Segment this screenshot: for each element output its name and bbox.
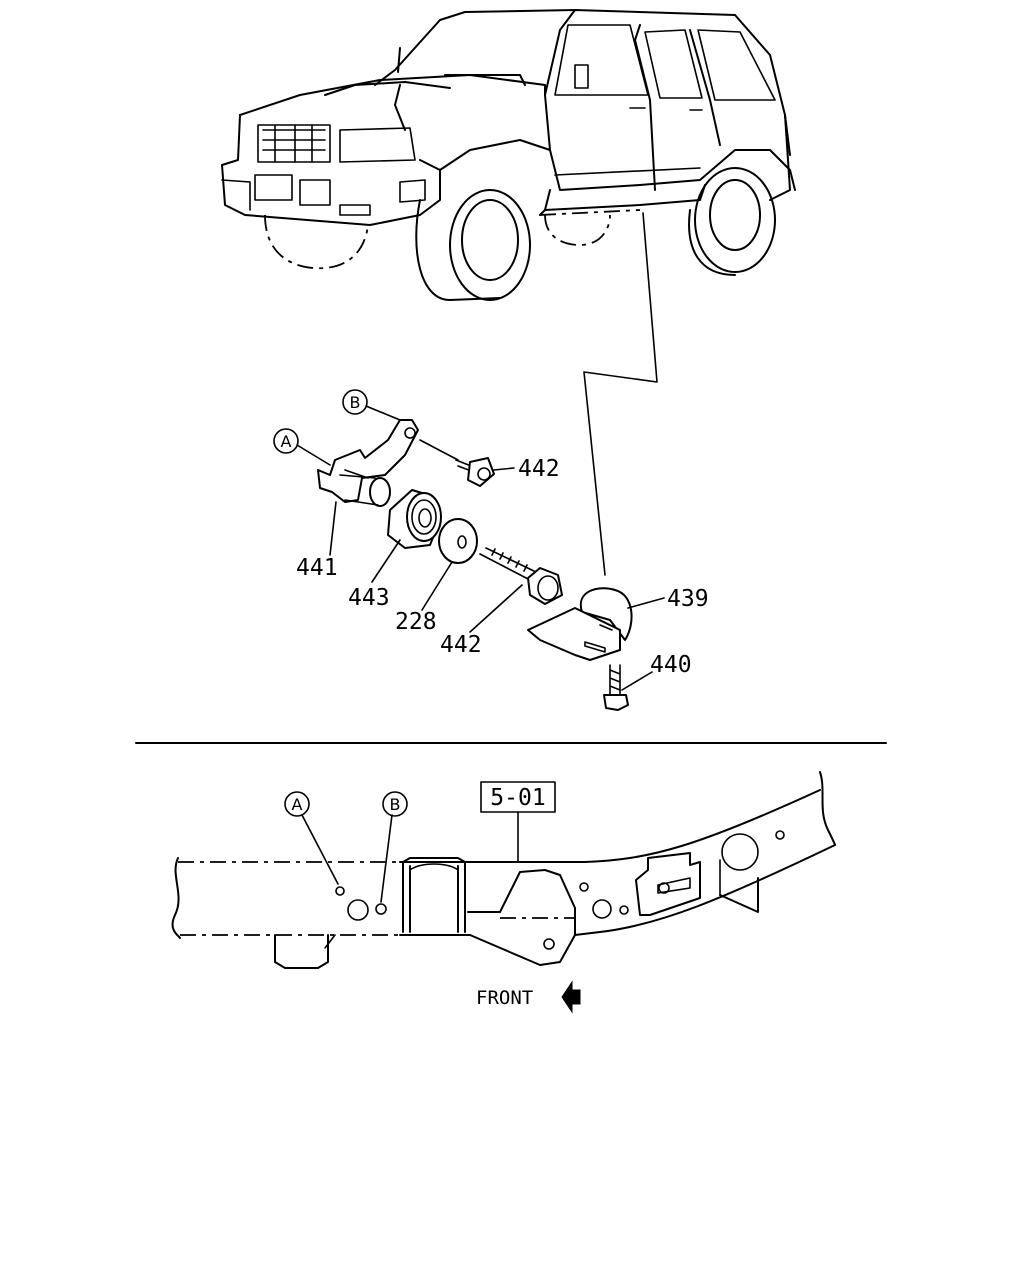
leader-442-bottom [469,584,523,633]
part-label-439: 439 [667,586,709,612]
leader-440 [621,671,653,691]
bolt-442-long [479,547,563,605]
reference-box [480,781,556,863]
callout-a-text: A [281,432,292,451]
leader-zigzag [583,212,658,576]
bushing-443 [387,489,442,549]
part-label-440: 440 [650,652,692,678]
bolt-442-short [419,439,495,487]
callout-b [342,389,401,421]
leader-228 [421,561,453,611]
washer-228 [438,518,478,564]
tow-hook-439 [527,587,633,661]
front-label: FRONT [476,987,533,1009]
leader-442-top [493,467,515,471]
callout-a [273,428,331,466]
part-label-442-top: 442 [518,456,560,482]
bracket-441 [317,419,419,507]
callout-b-text: B [350,393,361,412]
frame-callout-b [380,791,408,903]
leader-443 [371,539,401,583]
vehicle-illustration [221,9,796,301]
frame-callout-b-text: B [390,795,401,814]
part-label-228: 228 [395,609,437,635]
bolt-440 [603,664,629,711]
frame-rail [171,771,836,969]
frame-callout-a-text: A [292,795,303,814]
reference-box-text: 5-01 [490,785,545,811]
part-label-443: 443 [348,585,390,611]
part-label-442-bottom: 442 [440,632,482,658]
leader-439 [627,597,665,609]
frame-callout-a [284,791,339,885]
part-label-441: 441 [296,555,338,581]
front-arrow-icon [561,980,581,1014]
leader-441 [329,501,337,556]
